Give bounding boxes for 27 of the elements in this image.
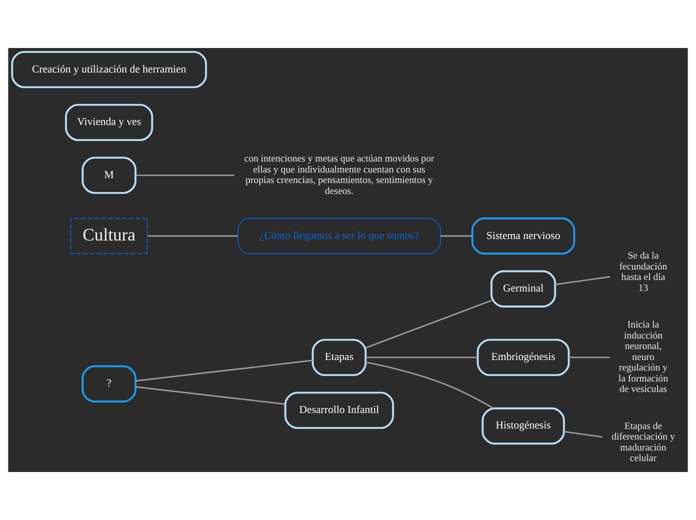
node-box: Creación y utilización de herramien: [11, 50, 207, 88]
node-box: Etapas: [312, 338, 367, 376]
connector: [366, 300, 492, 348]
connector: [147, 235, 238, 237]
connector: [366, 356, 478, 358]
connector: [564, 430, 602, 438]
connector: [136, 386, 286, 405]
connector: [136, 360, 313, 382]
node-text: Se da la fecundación hasta el día 13: [619, 250, 668, 294]
node-text: Etapas de diferenciación y maduración celular: [612, 420, 675, 464]
node-box: Histogénesis: [482, 407, 565, 445]
node-box: Cultura: [70, 218, 148, 254]
node-text: Inicia la inducción neuronal, neuro regulación y la formación de vesículas: [618, 320, 668, 396]
node-text: con intenciones y metas que actúan movidos por ellas y que individualmente cuentan con sus propias creencias, pensamientos, sentimientos y deseos.: [244, 154, 434, 197]
node-box: ¿Cómo llegamos a ser lo que somos?: [237, 218, 442, 254]
node-box: Sistema nervioso: [471, 217, 576, 255]
node-box: Germinal: [490, 270, 556, 308]
node-box: ?: [82, 365, 136, 402]
node-box: M: [82, 156, 136, 194]
connector: [568, 356, 610, 358]
node-box: Embriogénesis: [476, 338, 570, 376]
node-box: Vivienda y ves: [65, 104, 154, 142]
node-box: Desarrollo Infantil: [284, 392, 394, 429]
connector: [136, 174, 234, 176]
connector: [555, 276, 610, 286]
connector: [440, 235, 472, 237]
connector: [366, 361, 494, 409]
